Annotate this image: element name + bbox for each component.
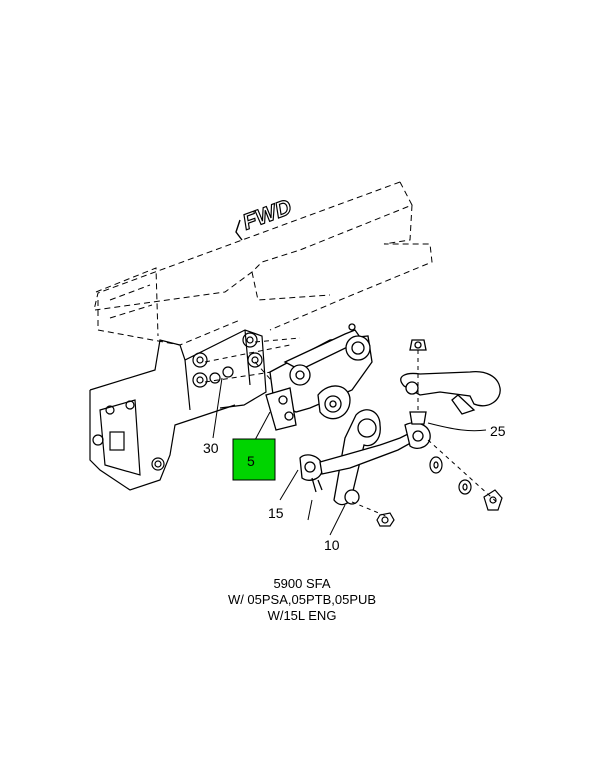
callout-25[interactable]: 25	[490, 423, 506, 439]
callout-15[interactable]: 15	[268, 505, 284, 521]
caption-line-3: W/15L ENG	[267, 608, 337, 623]
callout-5[interactable]: 5	[247, 453, 255, 469]
steering-arm	[400, 339, 501, 415]
leader-lines	[212, 377, 487, 536]
fwd-indicator: FWD	[235, 193, 295, 241]
centerlines	[351, 350, 501, 517]
callout-30[interactable]: 30	[203, 440, 219, 456]
fwd-arrow-icon	[235, 219, 243, 241]
fwd-label: FWD	[239, 194, 295, 235]
caption-line-1: 5900 SFA	[273, 576, 331, 591]
hardware	[376, 456, 503, 527]
drag-link	[299, 411, 431, 493]
callout-10[interactable]: 10	[324, 537, 340, 553]
frame-rail	[93, 181, 433, 346]
frame-bracket	[89, 329, 267, 491]
item-5-highlight[interactable]	[232, 438, 276, 481]
steering-gear	[265, 323, 373, 431]
caption-line-2: W/ 05PSA,05PTB,05PUB	[227, 592, 377, 607]
diagram-caption: 5900 SFA W/ 05PSA,05PTB,05PUB W/15L ENG	[200, 576, 404, 624]
